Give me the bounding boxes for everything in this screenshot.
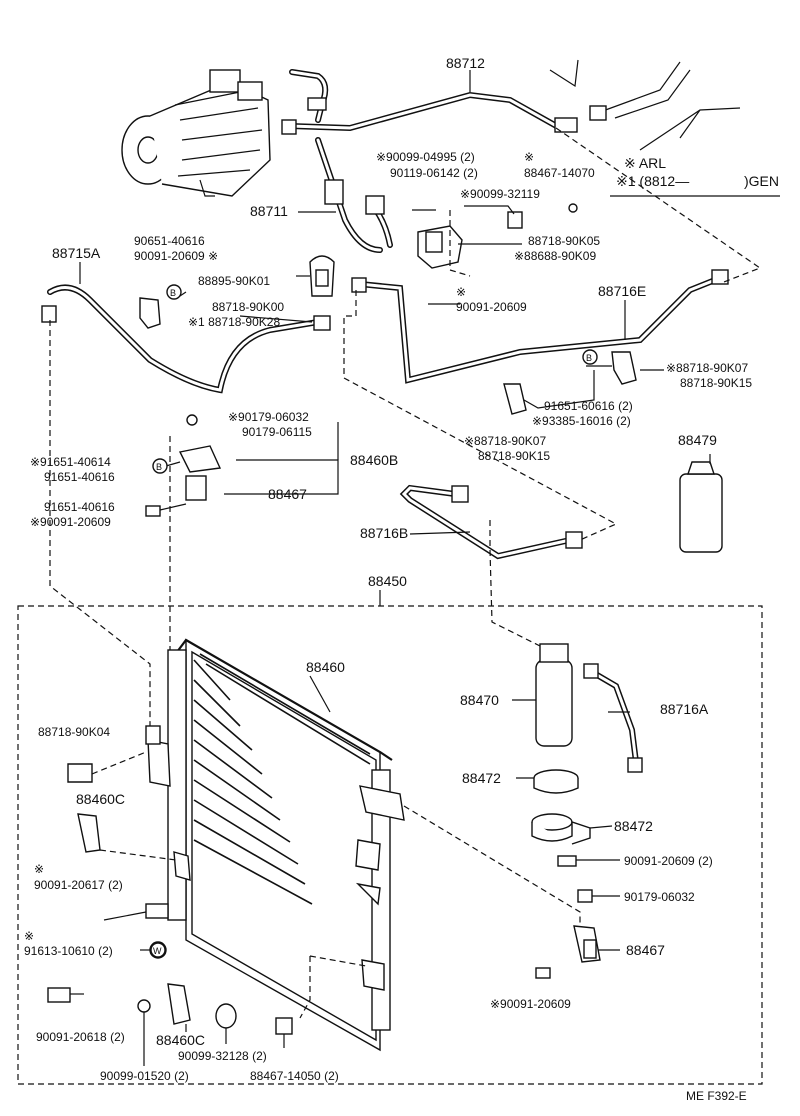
label-88472-a: 88472: [462, 770, 501, 786]
label-90099-32128: 90099-32128 (2): [178, 1049, 267, 1063]
label-88467-14070-star: ※: [524, 150, 534, 164]
label-90091-20609-left: ※90091-20609: [30, 515, 111, 529]
compressor: [121, 69, 271, 197]
can-88479: [679, 461, 723, 553]
label-90099-32119: ※90099-32119: [460, 187, 540, 201]
condenser-88460: [167, 638, 393, 1052]
symbol-B-1: B: [166, 284, 182, 300]
clamp-88895: [309, 255, 335, 297]
clamp-88472-b: [531, 813, 591, 845]
clip-88718-90K07: [611, 351, 637, 385]
label-88479: 88479: [678, 432, 717, 448]
label-88715A: 88715A: [52, 245, 101, 261]
label-90091-20617: 90091-20617 (2): [34, 878, 123, 892]
clamp-88472-a: [533, 769, 579, 794]
label-90651-40616: 90651-40616: [134, 234, 205, 248]
pipe-88716E: [351, 269, 729, 384]
label-88716E: 88716E: [598, 283, 646, 299]
condenser-fins: [193, 653, 371, 905]
hose-88712: [281, 69, 578, 135]
bracket-88460B: [145, 414, 222, 517]
svg-text:W: W: [153, 946, 162, 956]
label-88450: 88450: [368, 573, 407, 589]
symbol-W: W: [150, 942, 166, 958]
label-90091-20609-mid-star: ※: [456, 285, 466, 299]
label-90179-06115: 90179-06115: [242, 425, 312, 439]
symbol-B-2: B: [582, 349, 598, 365]
label-93385-16016: ※93385-16016 (2): [532, 414, 631, 428]
legend-line-2-end: )GEN: [744, 173, 779, 189]
label-88716A: 88716A: [660, 701, 709, 717]
label-88467-bot: 88467: [626, 942, 665, 958]
label-91651-60616: 91651-60616 (2): [544, 399, 633, 413]
legend-line-1: ※ ARL: [624, 155, 666, 171]
label-88712: 88712: [446, 55, 485, 71]
label-88895-90K01: 88895-90K01: [198, 274, 270, 288]
hardware-right: [535, 855, 601, 979]
bracket-90651: [139, 297, 161, 329]
legend-line-2: ※1 (8812—: [616, 173, 689, 189]
clip-88718-90K07-mid: [503, 383, 527, 415]
label-88688-90K09: ※88688-90K09: [514, 249, 596, 263]
label-90119-06142: 90119-06142 (2): [390, 166, 478, 180]
dashed-connectors: [49, 127, 762, 1019]
label-90091-20609-bot: ※90091-20609: [490, 997, 571, 1011]
svg-text:B: B: [170, 288, 176, 298]
condenser-brackets: [145, 725, 405, 991]
label-88467-14070: 88467-14070: [524, 166, 595, 180]
symbol-B-3: B: [152, 458, 168, 474]
label-90091-20609-right: 90091-20609 (2): [624, 854, 713, 868]
label-91651-40614: ※91651-40614: [30, 455, 111, 469]
label-88470: 88470: [460, 692, 499, 708]
label-88718-90K00: 88718-90K00: [212, 300, 284, 314]
hardware-left: [47, 763, 293, 1035]
label-90179-06032-bot: 90179-06032: [624, 890, 695, 904]
label-88467-top: 88467: [268, 486, 307, 502]
pipe-88716B: [399, 484, 583, 560]
label-88718-90K07-mid: ※88718-90K07: [464, 434, 546, 448]
label-88460C-bot: 88460C: [156, 1032, 205, 1048]
pipe-88715A: [41, 284, 331, 394]
label-88460B: 88460B: [350, 452, 398, 468]
label-88718-90K04: 88718-90K04: [38, 725, 110, 739]
label-91613-10610-star: ※: [24, 929, 34, 943]
receiver-88470: [535, 643, 573, 747]
label-88711: 88711: [250, 203, 288, 219]
pressure-switch: [412, 203, 578, 269]
label-88718-90K28: ※1 88718-90K28: [188, 315, 280, 329]
label-90091-20609-mid: 90091-20609: [456, 300, 527, 314]
pipe-88716A: [583, 663, 643, 773]
label-91613-10610: 91613-10610 (2): [24, 944, 113, 958]
label-90099-04995: ※90099-04995 (2): [376, 150, 475, 164]
engine-frame: [549, 59, 780, 197]
label-90099-01520: 90099-01520 (2): [100, 1069, 189, 1083]
svg-text:B: B: [156, 462, 162, 472]
label-88716B: 88716B: [360, 525, 408, 541]
label-91651-40616-b: 91651-40616: [44, 500, 115, 514]
label-90091-20618: 90091-20618 (2): [36, 1030, 125, 1044]
label-88718-90K05: 88718-90K05: [528, 234, 600, 248]
label-88718-90K15-right: 88718-90K15: [680, 376, 752, 390]
svg-text:B: B: [586, 353, 592, 363]
label-88718-90K07-right: ※88718-90K07: [666, 361, 748, 375]
label-90179-06032-top: ※90179-06032: [228, 410, 309, 424]
label-88467-14050: 88467-14050 (2): [250, 1069, 339, 1083]
label-90091-20617-star: ※: [34, 862, 44, 876]
label-91651-40616-a: 91651-40616: [44, 470, 115, 484]
label-90091-20609-top: 90091-20609 ※: [134, 249, 218, 263]
label-88718-90K15-mid: 88718-90K15: [478, 449, 550, 463]
hose-88711: [315, 137, 393, 253]
assembly-88450-box: [17, 590, 763, 1085]
label-88460: 88460: [306, 659, 345, 675]
figure-code: ME F392-E: [686, 1089, 747, 1103]
label-88472-b: 88472: [614, 818, 653, 834]
label-88460C-left: 88460C: [76, 791, 125, 807]
